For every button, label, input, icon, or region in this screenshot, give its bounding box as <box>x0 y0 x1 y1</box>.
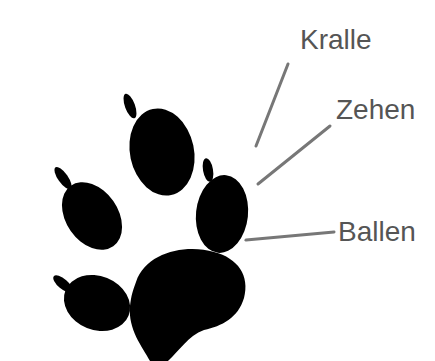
leader-line <box>246 232 334 240</box>
main-pad <box>130 249 246 361</box>
toe <box>55 265 138 341</box>
part-label: Zehen <box>336 94 415 126</box>
part-label: Kralle <box>300 24 372 56</box>
claw <box>121 92 139 120</box>
toe <box>192 172 252 255</box>
leader-line <box>256 64 288 146</box>
claw <box>51 272 76 295</box>
leader-lines <box>246 64 334 240</box>
claw <box>201 157 215 182</box>
paw <box>49 92 251 361</box>
leader-line <box>258 126 330 184</box>
part-label: Ballen <box>338 216 416 248</box>
claw <box>51 164 74 191</box>
